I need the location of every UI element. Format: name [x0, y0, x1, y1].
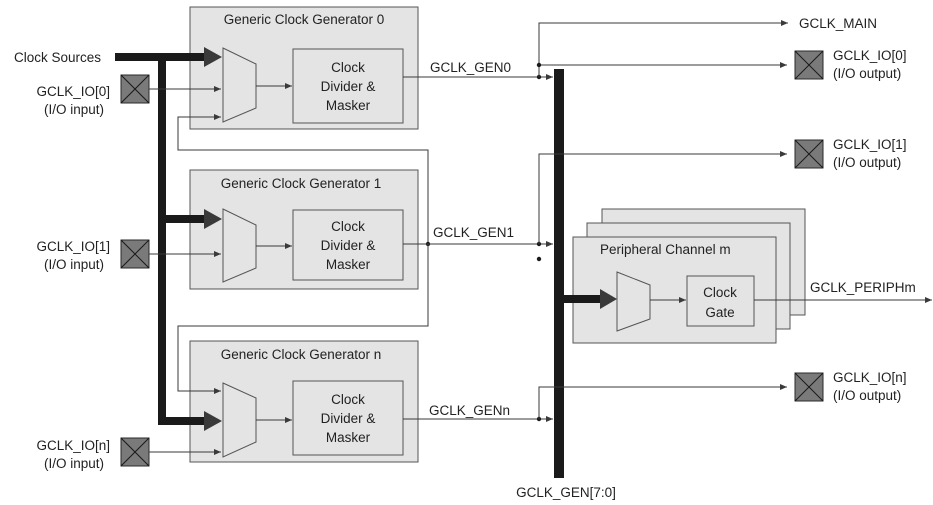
generator-n-title: Generic Clock Generator n — [221, 347, 382, 362]
io-input-n-name: GCLK_IO[n] — [36, 438, 110, 453]
generator-0-divider — [292, 48, 404, 124]
generator-1-title: Generic Clock Generator 1 — [221, 176, 382, 191]
io-output-1-name: GCLK_IO[1] — [833, 137, 907, 152]
io-output-1-dir: (I/O output) — [833, 155, 901, 170]
peripheral-gate-line-1: Clock — [703, 285, 737, 300]
gclk-main-label: GCLK_MAIN — [799, 16, 877, 31]
gclk-gen-bus-label: GCLK_GEN[7:0] — [516, 485, 616, 500]
generator-1-divider-line-3: Masker — [326, 257, 371, 272]
io-input-pad-0 — [120, 74, 150, 104]
gclk-genn-label: GCLK_GENn — [429, 403, 510, 418]
io-input-0-name: GCLK_IO[0] — [36, 84, 110, 99]
generator-1-divider — [292, 209, 404, 281]
clock-sources-bus — [115, 47, 222, 431]
io-input-n-dir: (I/O input) — [44, 456, 104, 471]
io-input-pad-n — [120, 437, 150, 467]
peripheral-clock-gate — [686, 275, 755, 327]
generator-0-divider-line-1: Clock — [331, 60, 365, 75]
peripheral-gate-line-2: Gate — [705, 305, 734, 320]
io-input-pad-1 — [120, 239, 150, 269]
generator-0-mux — [222, 47, 257, 123]
io-input-1-name: GCLK_IO[1] — [36, 239, 110, 254]
peripheral-mux — [616, 271, 651, 332]
io-output-pad-0 — [794, 50, 824, 80]
generator-1-mux — [222, 208, 257, 283]
io-output-n-name: GCLK_IO[n] — [833, 370, 907, 385]
generator-0-divider-line-2: Divider & — [321, 79, 376, 94]
generator-1: Generic Clock Generator 1 Clock Divider … — [189, 169, 419, 290]
io-input-0-dir: (I/O input) — [44, 102, 104, 117]
clock-sources-label: Clock Sources — [14, 50, 101, 65]
gclk-periph-label: GCLK_PERIPHm — [810, 280, 916, 295]
peripheral-channel-title: Peripheral Channel m — [600, 242, 731, 257]
generator-n-mux — [222, 382, 257, 458]
generator-n-divider-line-2: Divider & — [321, 411, 376, 426]
peripheral-channel: Peripheral Channel m Clock Gate — [572, 208, 806, 344]
gclk-gen1-label: GCLK_GEN1 — [433, 225, 514, 240]
generator-0-divider-line-3: Masker — [326, 98, 371, 113]
generator-0-title: Generic Clock Generator 0 — [224, 12, 385, 27]
io-input-1-dir: (I/O input) — [44, 257, 104, 272]
io-output-0-name: GCLK_IO[0] — [833, 48, 907, 63]
generator-1-divider-line-2: Divider & — [321, 238, 376, 253]
io-output-pad-1 — [794, 139, 824, 169]
generator-n: Generic Clock Generator n Clock Divider … — [189, 340, 419, 463]
generator-1-divider-line-1: Clock — [331, 219, 365, 234]
generator-n-divider — [292, 380, 404, 456]
generator-0: Generic Clock Generator 0 Clock Divider … — [189, 6, 419, 130]
generator-n-divider-line-1: Clock — [331, 392, 365, 407]
io-output-n-dir: (I/O output) — [833, 388, 901, 403]
generator-n-divider-line-3: Masker — [326, 430, 371, 445]
gclk-gen-bus — [554, 69, 564, 478]
io-output-0-dir: (I/O output) — [833, 66, 901, 81]
io-output-pad-n — [794, 372, 824, 402]
gclk-gen0-label: GCLK_GEN0 — [430, 60, 511, 75]
